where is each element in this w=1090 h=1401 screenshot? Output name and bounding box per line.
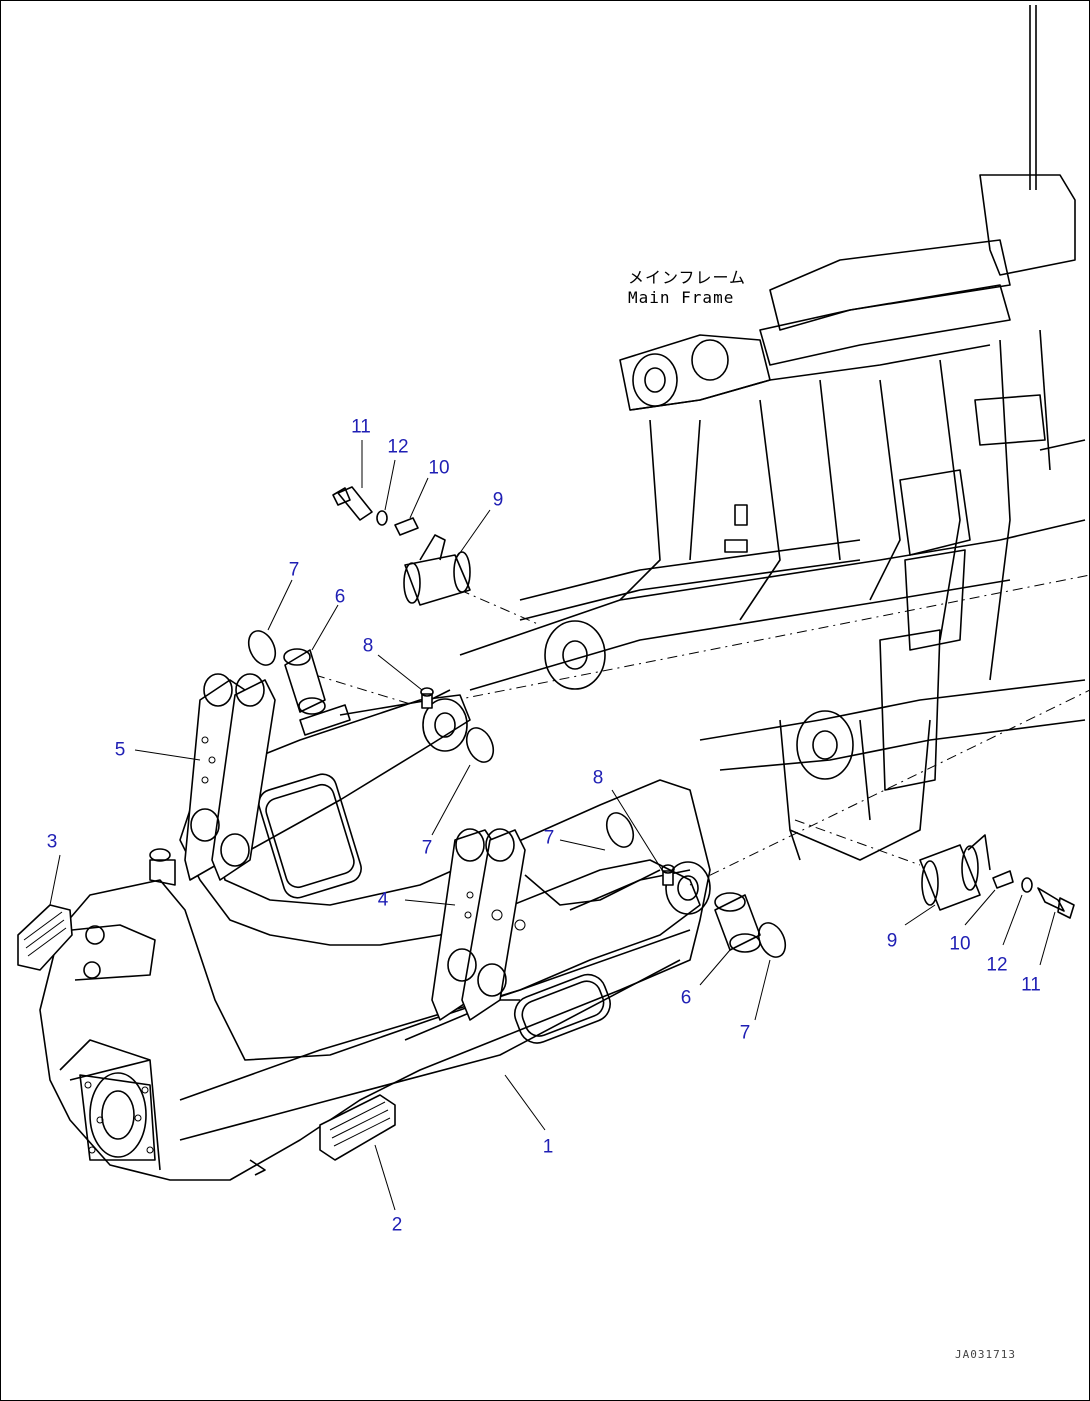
axis-left-pin — [459, 589, 541, 626]
ring-right-inner — [605, 812, 635, 848]
pin-left — [403, 534, 471, 606]
callout-8-left: 8 — [362, 635, 374, 657]
callout-7-upper-left: 7 — [288, 559, 300, 581]
drawing-code: JA031713 — [955, 1348, 1016, 1361]
set-pin-right — [992, 870, 1014, 889]
callout-12-left: 12 — [387, 436, 409, 458]
bolt-right — [1037, 887, 1075, 919]
callout-2: 2 — [391, 1214, 403, 1236]
link-plate-left — [184, 673, 276, 881]
pin-right — [919, 834, 991, 911]
grease-fitting-left — [420, 687, 434, 709]
callout-1: 1 — [542, 1136, 554, 1158]
callout-3: 3 — [46, 831, 58, 853]
callout-7-right: 7 — [543, 827, 555, 849]
pin-axis-rear — [429, 574, 1090, 706]
main-frame-label-english: Main Frame — [628, 288, 735, 307]
leader-lines — [49, 440, 1056, 1211]
ring-left-inner — [465, 727, 495, 763]
grease-fitting-right — [661, 864, 675, 886]
callout-9-left: 9 — [492, 489, 504, 511]
axis-bushing-left — [314, 674, 431, 711]
bushing-left — [283, 648, 326, 715]
callout-6-upper: 6 — [334, 586, 346, 608]
callout-4: 4 — [377, 889, 389, 911]
washer-left — [376, 510, 388, 526]
step-right — [319, 1094, 396, 1161]
callout-8-right: 8 — [592, 767, 604, 789]
callout-5: 5 — [114, 739, 126, 761]
main-frame-label: メインフレーム Main Frame — [628, 268, 746, 308]
bolt-left — [332, 486, 373, 521]
pin-axis-front — [689, 689, 1090, 886]
callout-12-right: 12 — [986, 954, 1008, 976]
callout-10-right: 10 — [949, 933, 971, 955]
callout-6-lower: 6 — [680, 987, 692, 1009]
axis-right-pin — [794, 819, 921, 866]
main-frame-outline — [459, 5, 1086, 861]
callout-10-left: 10 — [428, 457, 450, 479]
set-pin-left — [394, 517, 419, 536]
callout-9-right: 9 — [886, 930, 898, 952]
main-frame-label-japanese: メインフレーム — [628, 268, 747, 287]
link-plate-right — [431, 828, 661, 1021]
ring-left-outer — [247, 630, 277, 666]
callout-11-left: 11 — [351, 416, 371, 438]
callout-11-right: 11 — [1021, 974, 1041, 996]
callout-7-lower: 7 — [739, 1022, 751, 1044]
ring-right-outer — [757, 922, 787, 958]
washer-right — [1021, 877, 1033, 893]
callout-7-center: 7 — [421, 837, 433, 859]
bushing-right — [714, 892, 761, 953]
